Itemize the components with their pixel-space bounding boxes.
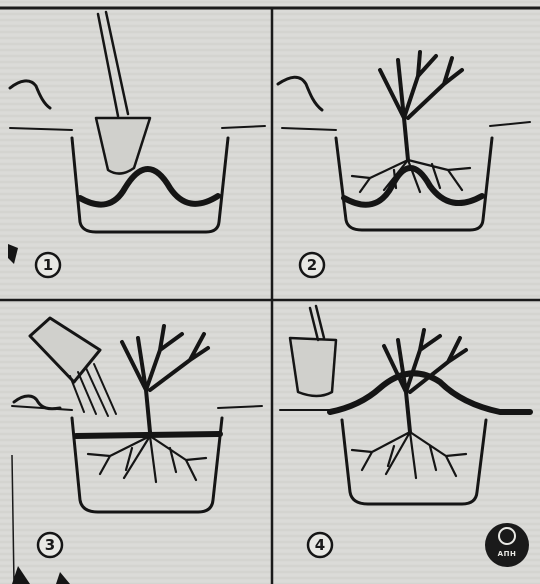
svg-text:3: 3 [45,536,55,554]
svg-text:2: 2 [307,256,317,274]
step-badge-3: 3 [38,533,62,557]
svg-text:АПН: АПН [498,550,517,558]
step-badge-1: 1 [36,253,60,277]
svg-text:4: 4 [315,536,325,554]
svg-text:1: 1 [43,256,53,274]
step-badge-4: 4 [308,533,332,557]
step-badge-2: 2 [300,253,324,277]
publisher-logo: АПН [485,523,529,567]
water-level [76,434,220,436]
